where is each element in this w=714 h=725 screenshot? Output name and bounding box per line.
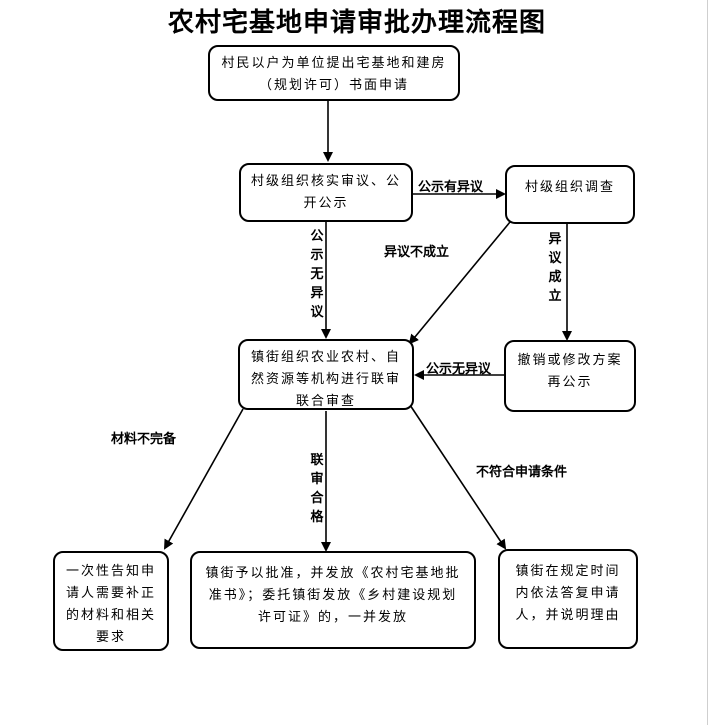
label-not-qualified: 不符合申请条件 bbox=[476, 465, 568, 480]
arrow-joint-to-reply bbox=[409, 404, 507, 550]
arrow-joint-to-notify bbox=[164, 408, 244, 550]
label-objection-invalid: 异议不成立 bbox=[384, 245, 450, 260]
apply-text: 村民以户为单位提出宅基地和建房（规划许可）书面申请 bbox=[221, 56, 447, 93]
village-investigate-text: 村级组织调查 bbox=[524, 180, 615, 195]
reply-box: 镇街在规定时间内依法答复申请人，并说明理由 bbox=[498, 549, 638, 649]
arrow-investigate-to-joint bbox=[408, 221, 511, 345]
page-title: 农村宅基地申请审批办理流程图 bbox=[167, 8, 546, 38]
label-objection-valid: 异议成立 bbox=[548, 232, 562, 304]
label-incomplete: 材料不完备 bbox=[111, 432, 177, 447]
approve-box: 镇街予以批准，并发放《农村宅基地批准书》；委托镇街发放《乡村建设规划许可证》的，… bbox=[190, 551, 476, 649]
notify-box: 一次性告知申请人需要补正的材料和相关要求 bbox=[53, 551, 169, 651]
label-no-objection-horizontal: 公示无异议 bbox=[426, 362, 492, 377]
joint-review-box: 镇街组织农业农村、自然资源等机构进行联审联合审查 bbox=[238, 339, 414, 410]
revoke-box: 撤销或修改方案再公示 bbox=[504, 340, 636, 412]
right-edge-line bbox=[707, 0, 708, 725]
label-no-objection-vertical: 公示无异议 bbox=[310, 229, 324, 320]
village-review-box: 村级组织核实审议、公开公示 bbox=[239, 163, 413, 222]
joint-review-text: 镇街组织农业农村、自然资源等机构进行联审联合审查 bbox=[250, 350, 401, 409]
village-review-text: 村级组织核实审议、公开公示 bbox=[251, 174, 402, 211]
revoke-text: 撤销或修改方案再公示 bbox=[517, 353, 623, 390]
notify-text: 一次性告知申请人需要补正的材料和相关要求 bbox=[65, 564, 156, 645]
label-review-passed: 联审合格 bbox=[310, 453, 324, 525]
reply-text: 镇街在规定时间内依法答复申请人，并说明理由 bbox=[515, 564, 621, 623]
village-investigate-box: 村级组织调查 bbox=[505, 165, 635, 224]
label-objection: 公示有异议 bbox=[418, 180, 484, 195]
approve-text: 镇街予以批准，并发放《农村宅基地批准书》；委托镇街发放《乡村建设规划许可证》的，… bbox=[205, 566, 461, 625]
apply-box: 村民以户为单位提出宅基地和建房（规划许可）书面申请 bbox=[208, 45, 460, 101]
